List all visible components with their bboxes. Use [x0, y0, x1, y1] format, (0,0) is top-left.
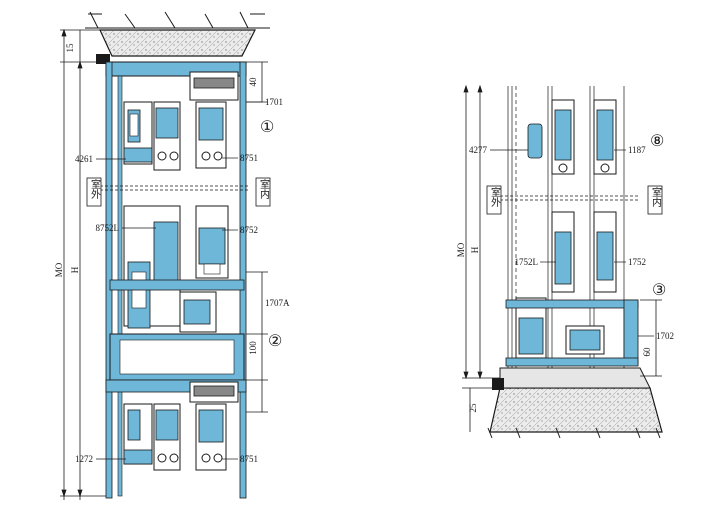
label-8752L: 8752L — [96, 223, 120, 233]
right-section: MO H 25 60 4277 1187 1752L 1752 1702 ⑧ ③… — [456, 84, 674, 439]
dim-25: 25 — [468, 403, 478, 413]
dim-60: 60 — [642, 347, 652, 357]
rebar-marks — [88, 11, 265, 29]
right-upper-sash — [527, 99, 617, 175]
frame-head-insert — [193, 77, 235, 89]
sill-sealant-block — [492, 378, 504, 390]
indoor-label-right: 室内 — [650, 186, 662, 208]
outdoor-box-right — [486, 185, 502, 215]
right-lower-sash — [515, 211, 617, 359]
axis-h-right: H — [470, 246, 480, 253]
dim-100: 100 — [248, 341, 258, 355]
middle-sash — [123, 205, 229, 329]
label-1272: 1272 — [75, 454, 93, 464]
right-dimension-lines — [246, 61, 268, 413]
upper-sash-outer — [123, 101, 153, 165]
right-break-lines — [490, 195, 640, 201]
sealant-block — [96, 54, 110, 64]
outdoor-label-right: 室外 — [489, 186, 501, 208]
lower-sash — [105, 379, 247, 471]
marker-1: ① — [260, 119, 274, 136]
marker-2: ② — [268, 333, 282, 350]
dim-15: 15 — [65, 43, 75, 53]
axis-mo-right: MO — [456, 242, 466, 257]
axis-h-left: H — [70, 266, 80, 273]
label-1702: 1702 — [656, 331, 674, 341]
label-8751-top: 8751 — [240, 153, 258, 163]
right-dimension-lines — [462, 84, 662, 432]
indoor-box-left — [255, 177, 271, 207]
label-1187: 1187 — [628, 145, 646, 155]
marker-3: ③ — [652, 282, 666, 299]
axis-mo-left: MO — [54, 262, 64, 277]
right-sill-frame — [505, 299, 639, 367]
label-4261: 4261 — [75, 154, 93, 164]
label-4277: 4277 — [469, 145, 488, 155]
dim-40: 40 — [248, 77, 258, 87]
sill-rebar-marks — [487, 427, 661, 439]
marker-8: ⑧ — [650, 133, 664, 150]
left-section: 15 MO H 40 100 4261 8751 8752 — [54, 11, 290, 500]
label-1752: 1752 — [628, 257, 646, 267]
outdoor-label-left: 室外 — [89, 178, 101, 200]
sill-top-plate — [499, 367, 651, 389]
label-1707A: 1707A — [265, 298, 290, 308]
label-8752: 8752 — [240, 225, 258, 235]
break-lines — [100, 185, 250, 191]
upper-sash-inner — [195, 101, 227, 169]
label-1701: 1701 — [265, 97, 283, 107]
upper-sash-middle — [153, 101, 181, 171]
outdoor-box-left — [86, 177, 102, 207]
leader-lines-left — [96, 101, 262, 460]
leader-lines-right — [490, 149, 654, 337]
indoor-box-right — [647, 185, 663, 215]
label-8751-bottom: 8751 — [240, 454, 258, 464]
top-concrete-lintel — [99, 29, 256, 57]
left-dimension-lines — [60, 28, 106, 500]
bottom-concrete-sill — [489, 387, 663, 433]
label-1752L: 1752L — [515, 257, 539, 267]
indoor-label-left: 室内 — [258, 178, 270, 200]
transom — [109, 279, 245, 381]
